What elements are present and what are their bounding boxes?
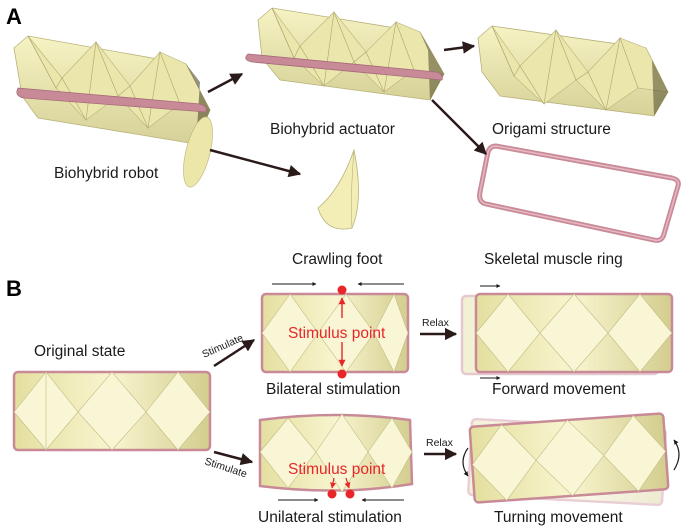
turning-movement-illustration [467, 412, 670, 507]
stimulus-arrow-right [344, 477, 351, 489]
label-stimulate-top: Stimulate [200, 332, 245, 361]
label-bilateral-stimulation: Bilateral stimulation [266, 381, 400, 398]
label-original-state: Original state [34, 343, 125, 360]
label-biohybrid-robot: Biohybrid robot [54, 165, 159, 182]
origami-structure-illustration [477, 25, 669, 117]
label-forward-movement: Forward movement [492, 381, 626, 398]
skeletal-muscle-ring-illustration [477, 143, 681, 243]
original-state-illustration [12, 370, 212, 452]
arrow-stimulate-top [213, 338, 256, 368]
stimulus-arrow-left [330, 477, 337, 489]
stimulus-dot-right [345, 489, 355, 499]
arrow-robot-to-actuator [207, 72, 244, 94]
arrow-actuator-to-ring [431, 99, 487, 155]
label-relax-top: Relax [422, 317, 450, 329]
biohybrid-actuator-illustration [245, 7, 445, 101]
label-unilateral-stimulation: Unilateral stimulation [258, 509, 402, 526]
panel-b-letter: B [6, 276, 22, 301]
bilateral-stimulation-illustration [260, 292, 410, 374]
label-skeletal-muscle-ring: Skeletal muscle ring [484, 251, 623, 268]
arrow-stimulate-bottom [213, 450, 254, 466]
turning-arrow-right [673, 439, 680, 471]
label-biohybrid-actuator: Biohybrid actuator [270, 121, 395, 138]
stimulus-point-label-top: Stimulus point [288, 325, 386, 342]
label-origami-structure: Origami structure [492, 121, 611, 138]
label-turning-movement: Turning movement [494, 509, 623, 526]
forward-movement-illustration [460, 292, 674, 376]
panel-a-letter: A [6, 4, 22, 29]
label-crawling-foot: Crawling foot [292, 251, 383, 268]
stimulus-point-label-bottom: Stimulus point [288, 461, 386, 478]
crawling-foot-illustration [317, 148, 359, 230]
stimulus-dot-left [327, 489, 337, 499]
stimulus-dot-bottom [337, 369, 347, 379]
unilateral-stimulation-illustration [258, 413, 414, 493]
turning-arrow-left [462, 447, 469, 477]
arrow-actuator-to-origami [443, 41, 476, 54]
label-relax-bottom: Relax [426, 437, 454, 449]
biohybrid-robot-illustration [13, 35, 213, 188]
arrow-robot-to-foot [209, 148, 302, 178]
stimulus-dot-top [337, 285, 347, 295]
